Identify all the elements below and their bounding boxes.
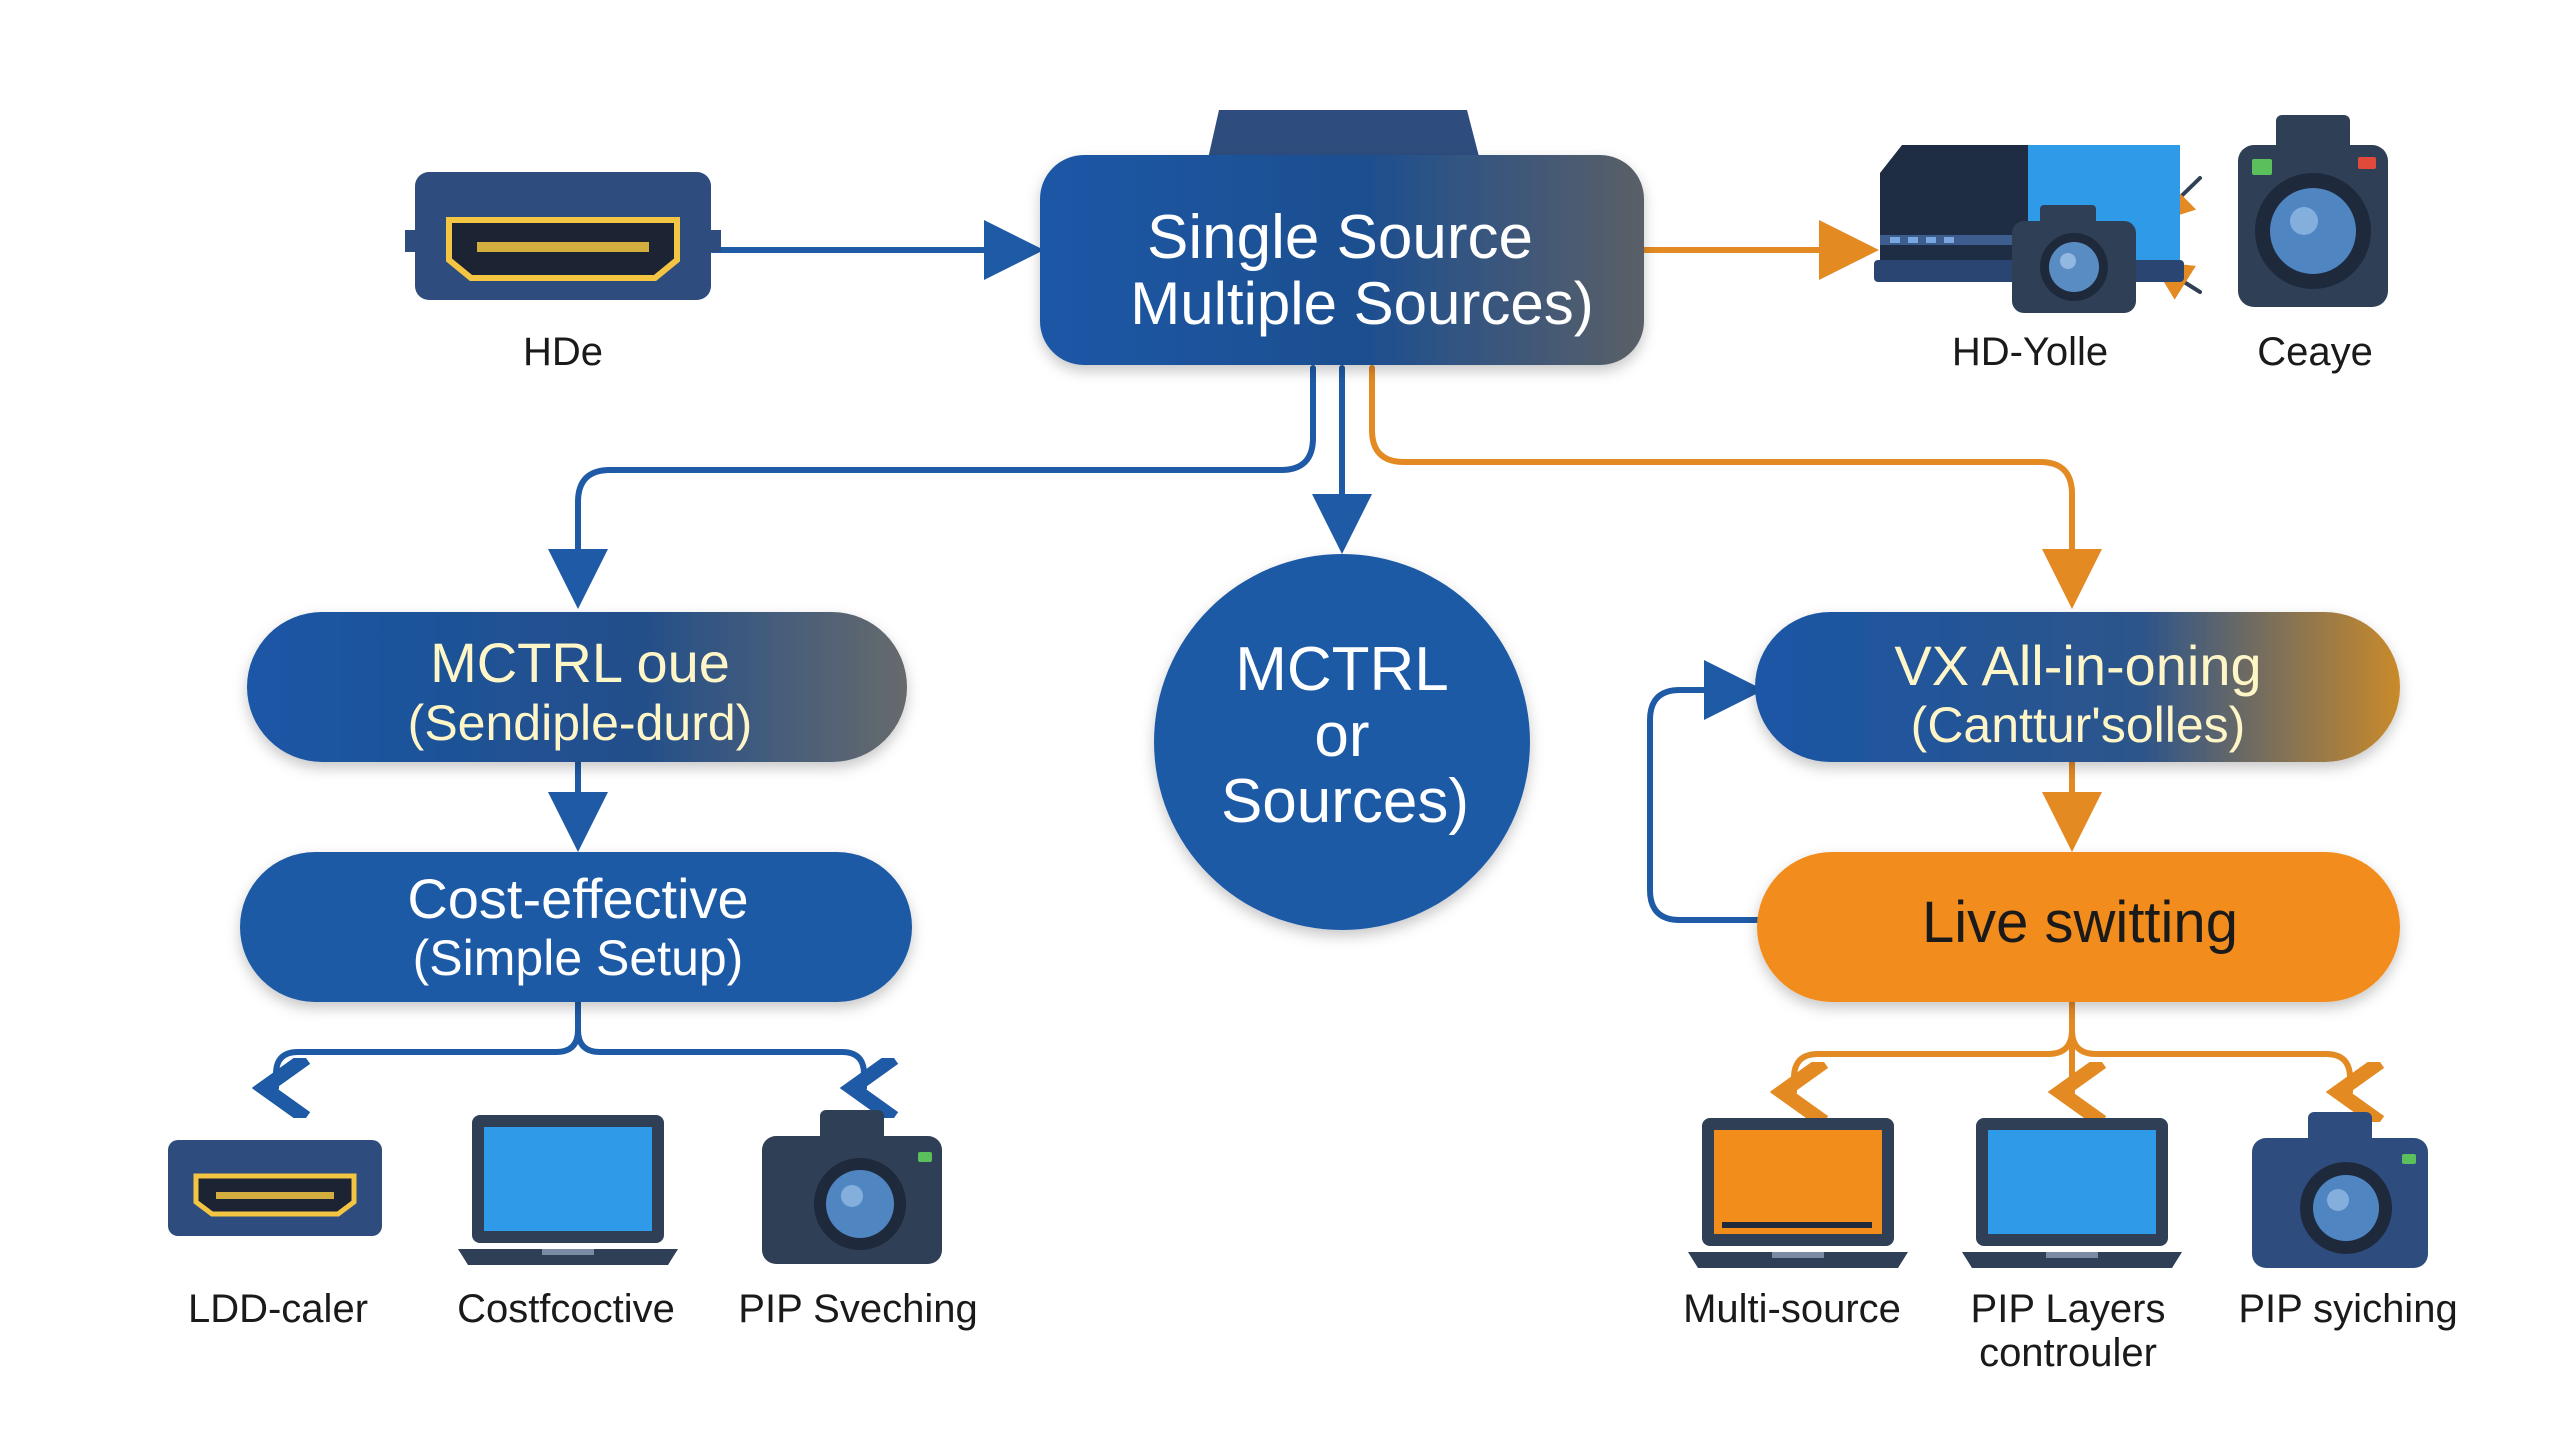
left-item-label-1: LDD-caler <box>188 1287 368 1331</box>
left-pill1-line2: (Sendiple-durd) <box>408 695 753 751</box>
circle-line1: MCTRL <box>1235 635 1449 704</box>
camera-icon-right <box>2252 1112 2428 1268</box>
center-circle-mctrl[interactable]: MCTRL or Sources) <box>1154 554 1530 930</box>
arrow-center-to-right-pill <box>1369 365 2102 609</box>
hdmi-label: HDe <box>523 330 603 374</box>
center-source-box[interactable]: Single Source Multiple Sources) <box>1040 155 1644 365</box>
right-pill1-line1: VX All-in-oning <box>1894 634 2261 697</box>
left-pill-mctrl[interactable]: MCTRL oue (Sendiple-durd) <box>247 612 907 762</box>
right-item-label-1: Multi-source <box>1683 1287 1901 1331</box>
camera-icon-left <box>762 1110 942 1264</box>
connectors <box>276 176 2350 1092</box>
branch-left-items <box>276 999 581 1088</box>
right-pill-vx[interactable]: VX All-in-oning (Canttur'solles) <box>1755 612 2400 762</box>
left-item-label-2: Costfcoctive <box>457 1287 675 1331</box>
left-pill-cost-effective[interactable]: Cost-effective (Simple Setup) <box>240 852 912 1002</box>
hdmi-connector-icon <box>168 1140 382 1236</box>
center-box-line1: Single Source <box>1147 203 1533 272</box>
circle-line2: or <box>1314 701 1369 770</box>
center-box-line2: Multiple Sources) <box>1130 270 1594 337</box>
branch-right-items <box>1794 999 2075 1092</box>
circle-line3: Sources) <box>1221 767 1469 836</box>
laptop-orange-icon <box>1688 1118 1908 1268</box>
laptop-icon <box>458 1115 678 1265</box>
arrow-center-to-left-pill <box>548 365 1316 609</box>
branch-left-items-right <box>575 1027 864 1088</box>
right-pill1-line2: (Canttur'solles) <box>1911 697 2246 753</box>
right-item-label-2: PIP Layers <box>1971 1287 2166 1331</box>
laptop-icon-right <box>1962 1118 2182 1268</box>
left-pill2-line2: (Simple Setup) <box>413 930 744 986</box>
hdmi-device-icon <box>405 172 721 300</box>
left-pill1-line1: MCTRL oue <box>430 631 730 694</box>
camera-label: Ceaye <box>2257 330 2373 374</box>
right-pill-live-switching[interactable]: Live switting <box>1757 852 2400 1002</box>
feedback-loop <box>1647 660 1764 923</box>
switcher-label: HD-Yolle <box>1952 330 2108 374</box>
left-pill2-line1: Cost-effective <box>407 867 748 930</box>
branch-right-items-right <box>2069 1027 2350 1092</box>
camera-icon <box>2238 115 2388 307</box>
right-item-label-3: PIP syiching <box>2238 1287 2457 1331</box>
left-item-label-3: PIP Sveching <box>738 1287 977 1331</box>
small-camera-icon <box>2012 205 2136 313</box>
right-item-label-2b: controuler <box>1979 1331 2157 1375</box>
right-pill2-line1: Live switting <box>1922 890 2238 955</box>
